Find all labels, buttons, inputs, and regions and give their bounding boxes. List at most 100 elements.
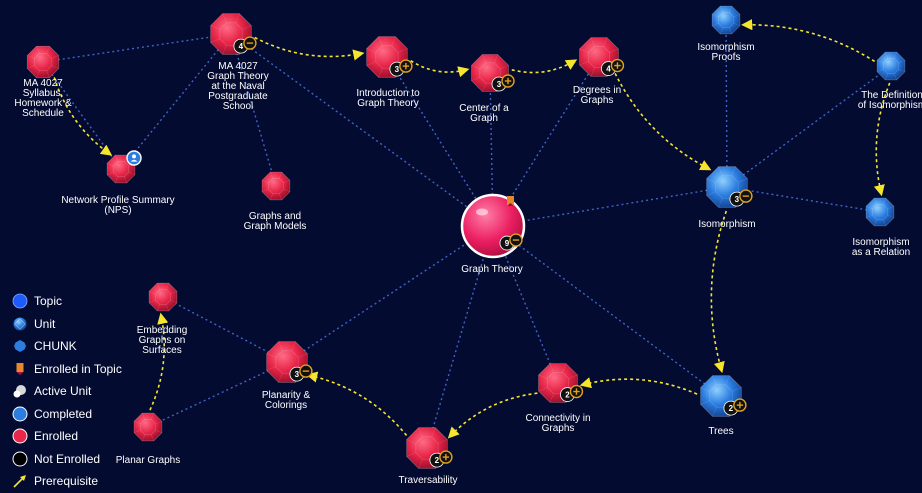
prerequisite-arrow-icon [13,475,26,488]
node-label-isodef: of Isomorphism [858,100,922,111]
node-label-syllabus: Schedule [22,108,64,119]
chunk-count-text: 3 [295,370,300,379]
node-embedding-shape[interactable] [148,282,178,312]
node-iso-shape-facet-line [706,178,716,183]
node-planar-shape-facets [140,419,156,435]
node-connectivity-shape-facet-line [538,374,548,379]
node-isoproofs-shape-facet-line [733,13,740,18]
node-isoproofs-shape[interactable] [711,5,741,35]
legend-item-chunk: CHUNK [12,335,172,358]
edge-planarity-embedding [162,296,288,363]
node-syllabus-shape-facet-line [27,65,35,69]
node-trees-shape-facet-line [725,375,730,385]
legend-label: Unit [34,316,56,331]
node-degrees-shape-facet-line [590,37,595,47]
node-models-shape-facet-line [262,188,269,193]
node-isodef-shape-facets [883,58,899,74]
node-nps[interactable]: Network Profile Summary(NPS) [61,150,175,216]
node-planar-shape-facet-line [134,420,141,425]
node-isorel-shape[interactable] [865,197,895,227]
enrolled-flag-notch [507,203,514,206]
node-planarity-shape-facets [275,350,299,374]
prerequisite-syllabus-nps [53,77,113,156]
node-trees-shape-facet-line [700,387,710,392]
node-label-intro: Introduction to [356,88,420,99]
node-traversability-shape-facets [415,436,439,460]
node-trees-shape-facet-line [712,375,717,385]
node-planar-shape-facet-line [134,429,141,434]
node-models-shape[interactable] [261,171,291,201]
node-embedding-shape-facets [155,289,171,305]
node-connectivity-shape-facet-line [568,374,578,379]
node-iso-shape-facets [715,175,739,199]
edge-iso-isodef [726,65,892,188]
topic-node-circle[interactable] [460,193,526,259]
node-nps-shape-facet-line [123,176,128,183]
node-trees-shape-facets [709,384,733,408]
chunk-count-text: 3 [395,65,400,74]
edge-traversability-graphtheory [426,225,494,449]
node-embedding-shape-facet-line [170,290,177,295]
node-isodef-shape[interactable] [876,51,906,81]
node-label-models: Graphs and [249,211,301,222]
legend-label: Active Unit [34,384,92,399]
node-center-shape-facet-line [482,54,487,63]
enrolled-flag-icon [507,196,514,206]
node-syllabus-shape-facets [34,53,52,71]
edge-center-graphtheory [489,72,494,227]
node-label-models: Graph Models [244,221,307,232]
legend-label: Topic [34,294,63,309]
active-unit-icon-body [130,159,138,162]
node-nps-shape-facet-line [114,176,119,183]
node-label-ma4027: at the Naval [211,81,264,92]
node-ma4027-shape-facet-line [222,13,227,23]
node-isodef-shape-facet-line [877,68,884,73]
node-embedding-shape-facet-line [156,283,161,290]
node-syllabus-shape-facet-line [46,46,50,54]
completed-dot-icon [12,406,28,422]
chunk-count-text: 4 [606,65,611,74]
node-center-shape-facet-line [500,65,509,70]
node-connectivity-shape-facets [546,371,570,395]
node-intro-shape-facet-line [391,36,396,46]
node-models-shape-facet-line [269,172,274,179]
node-nps-shape-facet-line [128,171,135,176]
legend-label: Enrolled [34,429,79,444]
topic-icon [12,293,28,309]
node-isodef-shape-facet-line [893,52,898,59]
chunk-count-text: 3 [497,80,502,89]
node-isorel-shape-facets [872,204,888,220]
node-degrees-shape-facet-line [603,37,608,47]
node-isodef-shape-facet-line [877,59,884,64]
node-syllabus-shape[interactable] [26,45,60,79]
node-nps-shape-facet-line [107,171,114,176]
node-embedding-shape-facet-line [165,283,170,290]
node-center-shape-facet-line [493,54,498,63]
node-label-degrees: Graphs [581,95,614,106]
prerequisite-planar-embedding [149,312,169,411]
node-label-isoproofs: Isomorphism [697,42,754,53]
legend-label: Enrolled in Topic [34,361,122,376]
node-models-shape-facet-line [283,188,290,193]
node-syllabus-shape-facet-line [51,55,59,59]
node-planar-shape[interactable] [133,412,163,442]
node-planar[interactable]: Planar Graphs [116,412,180,466]
prerequisite-center-degrees [511,59,578,74]
